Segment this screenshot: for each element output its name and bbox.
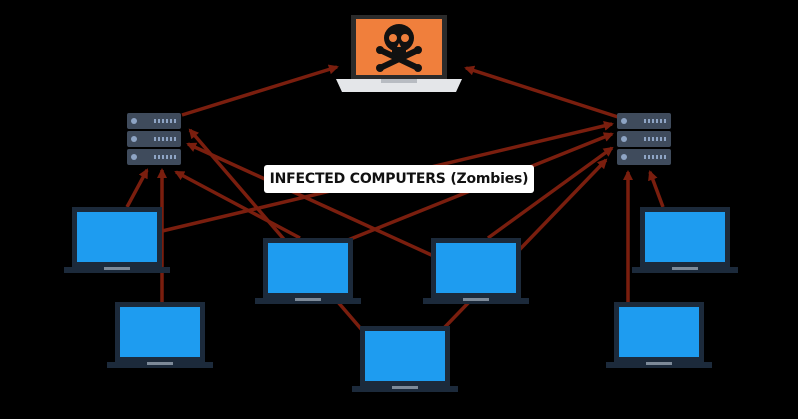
arrow-zombie-left-top-to-server-left (125, 168, 149, 208)
zombie-right-top-laptop-icon (632, 207, 738, 273)
zombie-left-bottom-laptop-icon (107, 302, 213, 368)
infected-computers-label-text: INFECTED COMPUTERS (Zombies) (269, 171, 529, 187)
arrow-zombie-center-left-to-server-left (174, 170, 301, 240)
server-right-icon (617, 113, 671, 165)
arrow-server-right-to-attacker (464, 65, 619, 119)
skull-crossbones-icon (376, 24, 422, 72)
arrow-server-left-to-attacker (181, 64, 339, 117)
arrow-zombie-center-right-to-server-left (186, 142, 439, 260)
zombie-right-bottom-laptop-icon (606, 302, 712, 368)
zombie-center-right-laptop-icon (423, 238, 529, 304)
arrow-zombie-center-right-to-server-right (486, 146, 614, 240)
zombie-left-top-laptop-icon (64, 207, 170, 273)
attacker-laptop (336, 15, 462, 92)
zombie-center-left-laptop-icon (255, 238, 361, 304)
server-left-icon (127, 113, 181, 165)
arrow-zombie-right-top-to-server-right (648, 170, 665, 208)
connections (125, 64, 665, 332)
infected-computers-label: INFECTED COMPUTERS (Zombies) (264, 165, 534, 193)
zombie-center-bottom-laptop-icon (352, 326, 458, 392)
